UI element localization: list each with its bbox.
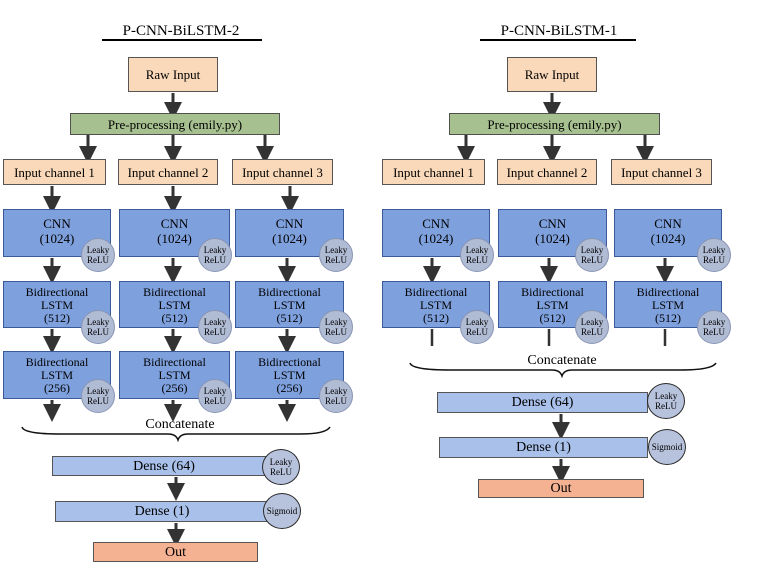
dense-64-box: Dense (64) [437, 392, 648, 413]
bilstm-label: Bidirectional [404, 285, 468, 299]
cnn-units: (1024) [272, 231, 307, 246]
output-box: Out [93, 542, 258, 562]
dense-64-box: Dense (64) [52, 456, 276, 476]
bilstm-label: LSTM [158, 368, 191, 382]
dense-1-box: Dense (1) [55, 501, 269, 522]
cnn-units: (1024) [157, 231, 192, 246]
cnn-units: (1024) [650, 231, 686, 246]
bilstm-label: LSTM [651, 298, 684, 312]
bilstm-label: Bidirectional [521, 285, 584, 299]
cnn-label: CNN [275, 216, 304, 231]
cnn-units: (1024) [535, 231, 570, 246]
cnn-box: CNN(1024) [382, 209, 490, 257]
cnn-units: (1024) [39, 231, 75, 246]
concatenate-brace-right [409, 362, 717, 379]
bilstm-label: LSTM [40, 298, 73, 312]
input-channel-3-box: Input channel 3 [232, 159, 333, 185]
bilstm-units: (512) [655, 311, 681, 325]
input-channel-1-box: Input channel 1 [3, 159, 106, 185]
bilstm-label: LSTM [273, 298, 306, 312]
cnn-label: CNN [538, 216, 567, 231]
bilstm-label: Bidirectional [25, 355, 89, 369]
cnn-label: CNN [160, 216, 189, 231]
output-box: Out [478, 479, 644, 498]
diagram-title: P-CNN-BiLSTM-1 [500, 23, 618, 39]
cnn-label: CNN [422, 216, 450, 231]
preprocessing-box: Pre-processing (emily.py) [70, 113, 280, 135]
bilstm-units: (256) [44, 381, 70, 395]
bilstm-units: (512) [423, 311, 449, 325]
sigmoid-badge: Sigmoid [263, 493, 301, 529]
input-channel-2-box: Input channel 2 [497, 159, 597, 185]
bilstm-label: LSTM [273, 368, 306, 382]
bilstm-label: LSTM [40, 368, 73, 382]
bilstm-label: LSTM [158, 298, 191, 312]
bilstm-label: Bidirectional [258, 355, 321, 369]
concatenate-label: Concatenate [145, 417, 215, 432]
bilstm-label: Bidirectional [25, 285, 89, 299]
bilstm-units: (256) [161, 381, 188, 395]
bilstm-units: (512) [276, 311, 303, 325]
cnn-units: (1024) [418, 231, 454, 246]
bilstm-label: LSTM [419, 298, 452, 312]
concatenate-brace-left [21, 426, 331, 443]
bilstm-label: Bidirectional [143, 285, 206, 299]
title-underline [102, 39, 262, 41]
bilstm-units: (512) [161, 311, 188, 325]
input-channel-3-box: Input channel 3 [611, 159, 712, 185]
cnn-label: CNN [654, 216, 682, 231]
bilstm-units: (512) [44, 311, 70, 325]
input-channel-2-box: Input channel 2 [118, 159, 218, 185]
bilstm-label: LSTM [536, 298, 569, 312]
bilstm-units: (256) [276, 381, 303, 395]
raw-input-box: Raw Input [128, 57, 218, 92]
preprocessing-box: Pre-processing (emily.py) [449, 113, 660, 135]
bilstm-label: Bidirectional [636, 285, 700, 299]
bilstm-units: (512) [539, 311, 566, 325]
bilstm-label: Bidirectional [258, 285, 321, 299]
raw-input-box: Raw Input [507, 57, 597, 92]
diagram-title: P-CNN-BiLSTM-2 [122, 23, 240, 39]
dense-1-box: Dense (1) [439, 437, 648, 458]
bilstm-label: Bidirectional [143, 355, 206, 369]
cnn-label: CNN [43, 216, 71, 231]
input-channel-1-box: Input channel 1 [382, 159, 485, 185]
title-underline [480, 39, 636, 41]
concatenate-label: Concatenate [527, 353, 597, 368]
sigmoid-badge: Sigmoid [648, 429, 686, 465]
